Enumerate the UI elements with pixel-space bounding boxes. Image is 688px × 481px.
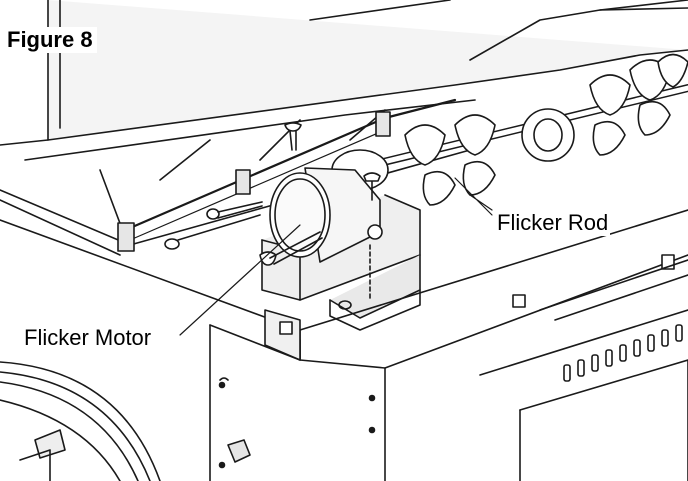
screw [284, 122, 302, 151]
chassis [0, 209, 688, 481]
leader-lines [179, 177, 493, 336]
vent-slots [563, 324, 683, 382]
flicker-paddles [404, 53, 688, 206]
flicker-rod [326, 84, 688, 191]
screw [206, 201, 263, 220]
figure-title: Figure 8 [7, 27, 97, 53]
lower-left-housing [0, 361, 161, 481]
flicker-rod-label: Flicker Rod [495, 210, 611, 236]
flicker-motor-label: Flicker Motor [24, 325, 152, 350]
screw [164, 214, 261, 250]
upper-cover [0, 0, 688, 146]
flicker-motor [259, 167, 421, 331]
feed-tray [0, 98, 476, 256]
